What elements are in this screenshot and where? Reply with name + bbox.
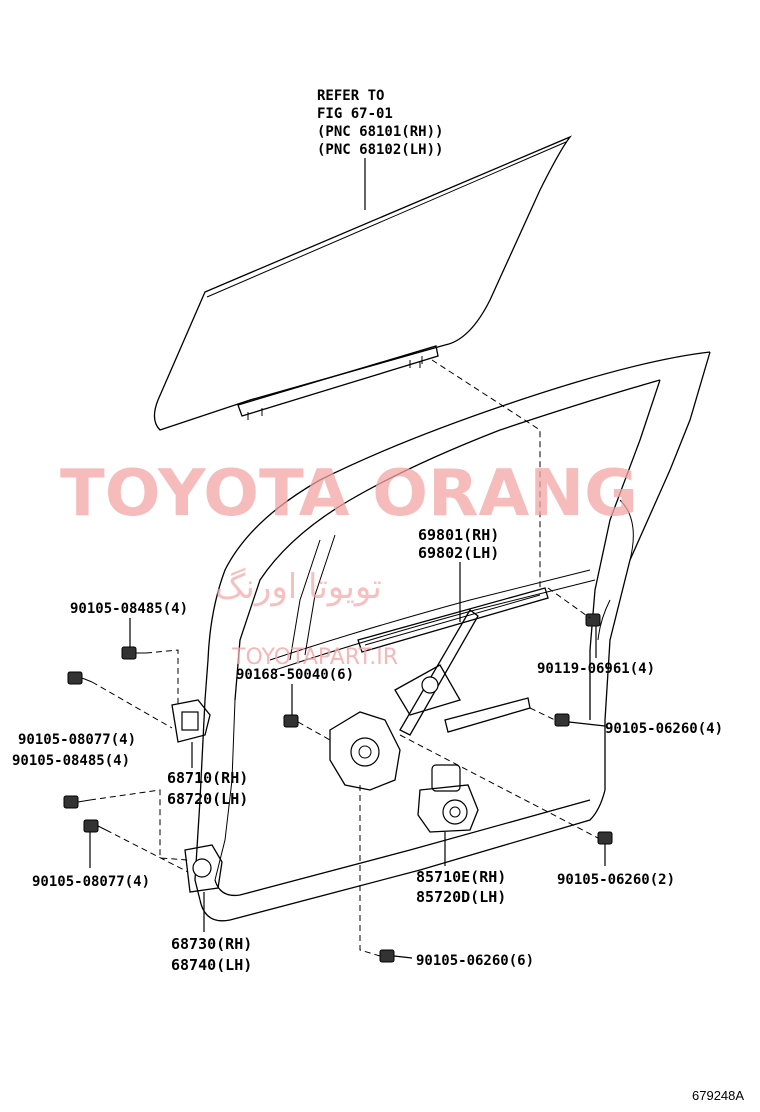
label-68710[interactable]: 68710(RH) <box>167 769 248 787</box>
label-90105-08485-mid[interactable]: 90105-08485(4) <box>12 753 130 769</box>
label-90105-06260-2[interactable]: 90105-06260(2) <box>557 872 675 888</box>
label-68730[interactable]: 68730(RH) <box>171 935 252 953</box>
watermark-persian: تویوتا اورنگ <box>215 567 382 607</box>
regulator-motor <box>417 764 479 833</box>
lower-hinge <box>184 844 223 893</box>
label-90119-06961[interactable]: 90119-06961(4) <box>537 661 655 677</box>
label-90105-08077-bot[interactable]: 90105-08077(4) <box>32 874 150 890</box>
refer-line-3: (PNC 68101(RH)) <box>317 124 443 140</box>
door-glass <box>153 135 573 431</box>
label-68720[interactable]: 68720(LH) <box>167 790 248 808</box>
figure-code: 679248A <box>692 1088 744 1103</box>
label-69802[interactable]: 69802(LH) <box>418 544 499 562</box>
refer-line-4: (PNC 68102(LH)) <box>317 142 443 158</box>
label-90105-08077-top[interactable]: 90105-08077(4) <box>18 732 136 748</box>
leader-lines <box>89 562 606 959</box>
window-regulator <box>329 587 549 791</box>
label-90105-06260-6[interactable]: 90105-06260(6) <box>416 953 534 969</box>
refer-line-2: FIG 67-01 <box>317 106 393 122</box>
label-90105-06260-4[interactable]: 90105-06260(4) <box>605 721 723 737</box>
upper-hinge <box>171 699 211 743</box>
label-68740[interactable]: 68740(LH) <box>171 956 252 974</box>
label-69801[interactable]: 69801(RH) <box>418 526 499 544</box>
label-90168-50040[interactable]: 90168-50040(6) <box>236 667 354 683</box>
assembly-lines <box>89 359 599 957</box>
label-90105-08485-top[interactable]: 90105-08485(4) <box>70 601 188 617</box>
watermark-site: TOYOTAPART.IR <box>231 645 398 670</box>
watermark-main: TOYOTA ORANG <box>60 457 638 531</box>
refer-line-1: REFER TO <box>317 88 384 104</box>
label-85710E[interactable]: 85710E(RH) <box>416 868 506 886</box>
door-frame <box>194 351 711 922</box>
label-85720D[interactable]: 85720D(LH) <box>416 888 506 906</box>
